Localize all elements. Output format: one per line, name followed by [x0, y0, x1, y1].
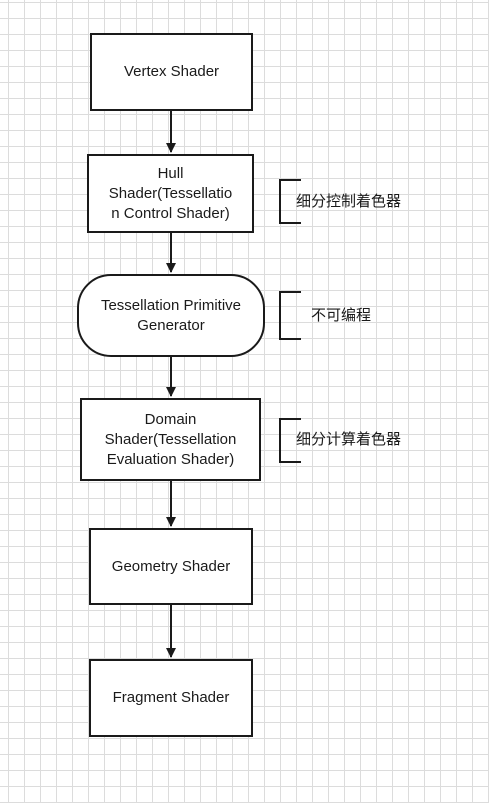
hull-annotation-bracket [279, 179, 301, 224]
tessellation-primitive-generator-node[interactable]: Tessellation Primitive Generator [77, 274, 265, 357]
hull-shader-node[interactable]: Hull Shader(Tessellatio n Control Shader… [87, 154, 254, 233]
domain-shader-node[interactable]: Domain Shader(Tessellation Evaluation Sh… [80, 398, 261, 481]
domain-annotation-bracket [279, 418, 301, 463]
fragment-shader-node[interactable]: Fragment Shader [89, 659, 253, 737]
hull-annotation-label: 细分控制着色器 [296, 192, 402, 210]
tpg-annotation-bracket [279, 291, 301, 340]
tpg-annotation-label: 不可编程 [311, 306, 372, 324]
geometry-shader-node[interactable]: Geometry Shader [89, 528, 253, 605]
vertex-shader-node[interactable]: Vertex Shader [90, 33, 253, 111]
domain-annotation-label: 细分计算着色器 [296, 430, 402, 448]
